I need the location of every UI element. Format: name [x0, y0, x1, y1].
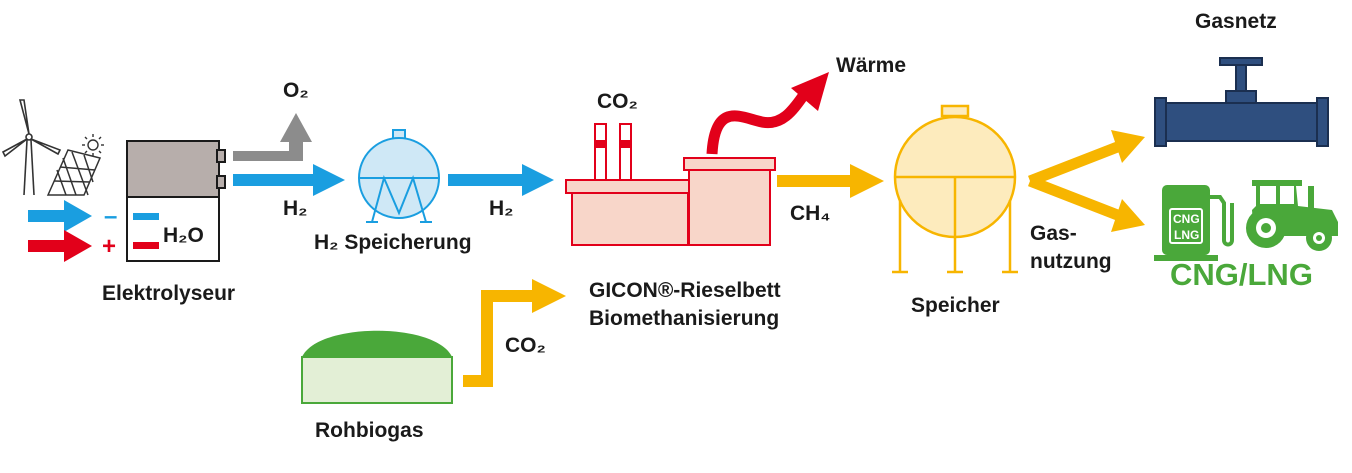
minus-sign: –	[104, 203, 117, 230]
ch4-arrow-reactor-to-storage	[777, 164, 884, 198]
sun-icon	[82, 134, 104, 156]
gas-usage-label-line1: Gas-	[1030, 222, 1077, 245]
electrode-negative	[133, 213, 159, 220]
wind-turbine-icon	[1, 99, 62, 196]
pump-badge-line1: CNG	[1173, 212, 1200, 226]
ch4-label: CH₄	[790, 202, 830, 225]
o2-label: O₂	[283, 79, 309, 102]
electrode-positive	[133, 242, 159, 249]
co2-top-label: CO₂	[597, 90, 638, 113]
h2-arrow-electrolyser-to-storage	[233, 164, 345, 196]
power-input-arrow-negative	[28, 200, 92, 232]
reactor-label-line2: Biomethanisierung	[589, 307, 779, 330]
h2-label-left: H₂	[283, 197, 308, 220]
h2-arrow-storage-to-reactor	[448, 164, 554, 196]
gas-usage-split-arrows	[1028, 130, 1145, 232]
heat-output-arrow	[706, 92, 808, 155]
methane-storage-tank	[892, 104, 1018, 274]
o2-output-arrow	[233, 113, 312, 161]
storage-label: Speicher	[911, 294, 1000, 317]
raw-biogas-label: Rohbiogas	[315, 419, 424, 442]
heat-arrow-head	[791, 72, 829, 111]
reactor-label-line1: GICON®-Rieselbett	[589, 279, 781, 302]
h2-storage-label: H₂ Speicherung	[314, 231, 472, 254]
co2-bottom-label: CO₂	[505, 334, 546, 357]
solar-panel-icon	[46, 149, 102, 196]
cng-lng-label: CNG/LNG	[1170, 257, 1313, 292]
gas-grid-label: Gasnetz	[1195, 10, 1277, 33]
trickle-bed-reactor	[565, 123, 776, 246]
plus-sign: +	[102, 233, 116, 260]
tractor-icon	[1246, 180, 1338, 251]
power-input-arrow-positive	[28, 230, 92, 262]
electrolyser-label: Elektrolyseur	[102, 282, 235, 305]
raw-biogas-tank	[301, 330, 453, 404]
heat-label: Wärme	[836, 54, 906, 77]
pump-badge-line2: LNG	[1174, 228, 1199, 242]
co2-arrow-biogas-to-reactor	[463, 279, 566, 387]
h2o-label: H₂O	[163, 224, 204, 247]
electrolyser	[126, 140, 226, 262]
gas-usage-label-line2: nutzung	[1030, 250, 1112, 273]
h2-storage-tank	[358, 129, 440, 223]
h2-label-mid: H₂	[489, 197, 514, 220]
gas-pipe-icon	[1154, 57, 1329, 147]
fuel-pump-icon	[1154, 185, 1234, 261]
